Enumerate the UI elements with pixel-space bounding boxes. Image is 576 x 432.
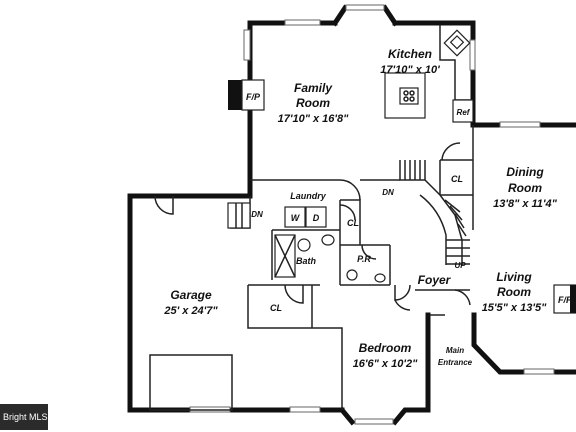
stairs-down bbox=[399, 160, 470, 265]
living-name-2: Room bbox=[497, 285, 531, 299]
dining-name-1: Dining bbox=[506, 165, 544, 179]
feature-labels: Laundry F/P F/P Ref DN DN CL CL CL W D B… bbox=[246, 92, 573, 367]
powder-fixtures bbox=[346, 269, 386, 283]
laundry-appliances bbox=[284, 206, 327, 228]
up-stairs-label: UP bbox=[454, 261, 466, 270]
bedroom-name: Bedroom bbox=[359, 341, 412, 355]
ref-label: Ref bbox=[457, 108, 471, 117]
kitchen-name: Kitchen bbox=[388, 47, 432, 61]
bedroom-dims: 16'6" x 10'2" bbox=[353, 358, 418, 370]
interior-walls bbox=[230, 125, 474, 410]
laundry-label: Laundry bbox=[290, 191, 326, 201]
garage-name: Garage bbox=[170, 288, 212, 302]
main-entrance-label-1: Main bbox=[446, 346, 464, 355]
room-labels: Kitchen 17'10" x 10' Family Room 17'10" … bbox=[163, 47, 557, 370]
kitchen-dims: 17'10" x 10' bbox=[380, 64, 440, 76]
living-name-1: Living bbox=[496, 270, 532, 284]
dining-name-2: Room bbox=[508, 181, 542, 195]
fireplace-living bbox=[553, 284, 576, 314]
dryer-label: D bbox=[313, 213, 320, 223]
bath-label: Bath bbox=[296, 256, 317, 266]
bath-fixtures bbox=[274, 234, 335, 278]
dn-garage-label: DN bbox=[251, 210, 263, 219]
main-entrance-label-2: Entrance bbox=[438, 358, 473, 367]
family-dims: 17'10" x 16'8" bbox=[278, 113, 350, 125]
kitchen-fixtures bbox=[384, 25, 474, 123]
fireplace-family bbox=[228, 79, 265, 111]
dining-dims: 13'8" x 11'4" bbox=[493, 198, 558, 210]
living-dims: 15'5" x 13'5" bbox=[482, 302, 547, 314]
family-name-2: Room bbox=[296, 96, 330, 110]
washer-label: W bbox=[291, 213, 301, 223]
garage-car-outline bbox=[149, 354, 233, 411]
foyer-label: Foyer bbox=[418, 273, 452, 287]
garage-steps bbox=[227, 202, 251, 229]
dn-stairs-label: DN bbox=[382, 188, 394, 197]
garage-dims: 25' x 24'7" bbox=[163, 305, 218, 317]
door-swings bbox=[154, 142, 471, 316]
fp-living-label: F/P bbox=[558, 295, 573, 305]
family-name-1: Family bbox=[294, 81, 333, 95]
closet-garage-label: CL bbox=[270, 303, 282, 313]
watermark-logo: Bright MLS bbox=[0, 404, 48, 430]
closet-top-label: CL bbox=[451, 174, 463, 184]
powder-room-label: P.R bbox=[357, 254, 371, 264]
fp-family-label: F/P bbox=[246, 92, 261, 102]
closet-laundry-label: CL bbox=[347, 218, 359, 228]
